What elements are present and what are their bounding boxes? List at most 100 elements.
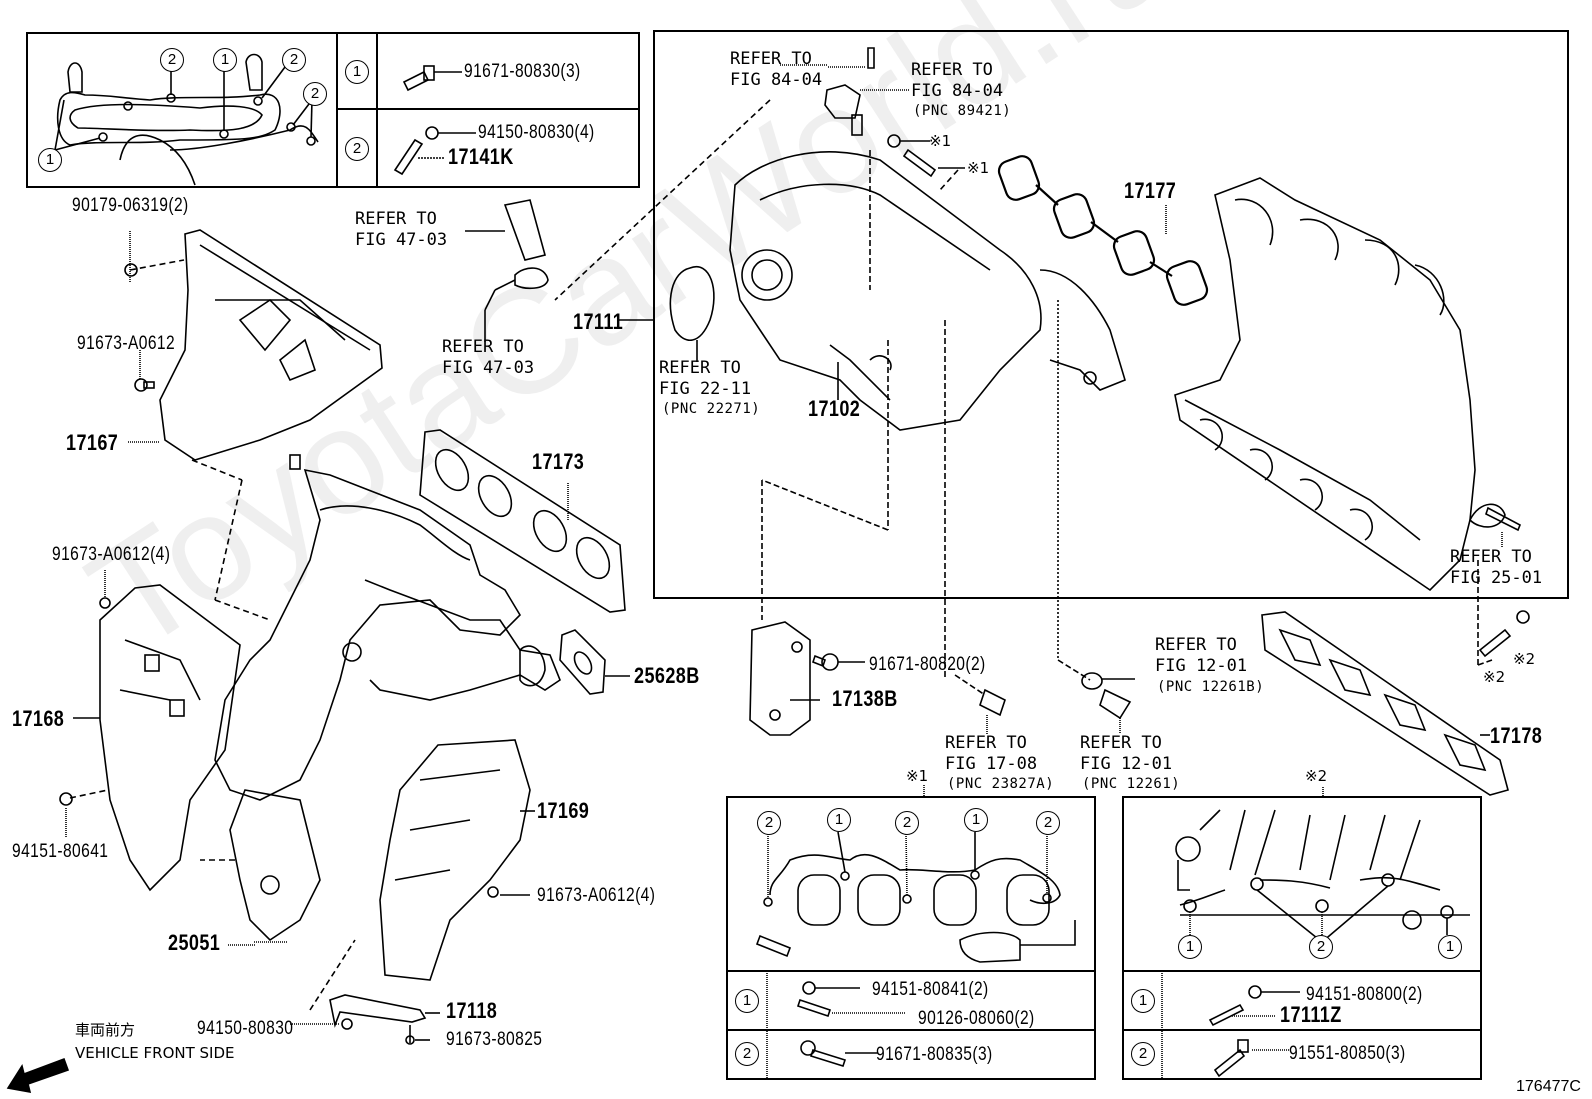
top-left-inset-frame [26, 32, 640, 188]
reference-label[interactable]: FIG 47-03 [442, 358, 535, 378]
part-number[interactable]: 17141K [448, 144, 514, 169]
reference-label[interactable]: FIG 12-01 [1080, 754, 1173, 774]
bracket-17118-sketch [200, 859, 440, 1045]
inset-row-index: 2 [1131, 1042, 1155, 1066]
part-number[interactable]: 94150-80830(4) [478, 122, 595, 143]
part-number[interactable]: 91673-A0612(4) [537, 885, 656, 906]
part-number[interactable]: 91671-80820(2) [869, 654, 986, 675]
part-number[interactable]: 17102 [808, 396, 861, 421]
inset-callout-1: 1 [38, 148, 62, 172]
note-mark: ※1 [967, 159, 990, 177]
reference-label[interactable]: FIG 84-04 [911, 81, 1004, 101]
reference-label[interactable]: FIG 12-01 [1155, 656, 1248, 676]
part-number[interactable]: 91673-A0612(4) [52, 544, 171, 565]
inset-callout-1: 1 [964, 808, 988, 832]
leader-lines [128, 64, 828, 943]
note-mark: ※2 [1513, 650, 1536, 668]
reference-label[interactable]: REFER TO [730, 49, 812, 69]
reference-label[interactable]: REFER TO [1450, 547, 1532, 567]
reference-label[interactable]: REFER TO [911, 60, 993, 80]
reference-label[interactable]: REFER TO [1080, 733, 1162, 753]
part-number[interactable]: 17177 [1124, 178, 1177, 203]
part-number[interactable]: 17167 [66, 430, 119, 455]
part-number[interactable]: 17168 [12, 706, 65, 731]
part-number[interactable]: 17111Z [1280, 1002, 1342, 1027]
inset-callout-1: 1 [827, 808, 851, 832]
exhaust-flange-sketch [54, 53, 319, 186]
part-number[interactable]: 17118 [446, 998, 498, 1023]
intake-manifold-17111-sketch [554, 47, 1126, 681]
part-number[interactable]: 17173 [532, 449, 585, 474]
inset-row-index: 2 [735, 1042, 759, 1066]
part-number[interactable]: 90126-08060(2) [918, 1008, 1035, 1029]
pnc-label: (PNC 22271) [662, 401, 761, 417]
part-number[interactable]: 94151-80800(2) [1306, 984, 1423, 1005]
intake-manifold-frame [653, 30, 1569, 599]
part-number[interactable]: 25628B [634, 663, 700, 688]
inset-note1-title: ※1 [906, 767, 929, 785]
part-number[interactable]: 90179-06319(2) [72, 195, 189, 216]
part-number[interactable]: 17138B [832, 686, 898, 711]
reference-label[interactable]: FIG 84-04 [730, 70, 823, 90]
inset-callout-1: 1 [1438, 935, 1462, 959]
reference-label[interactable]: REFER TO [945, 733, 1027, 753]
vehicle-front-label-en: VEHICLE FRONT SIDE [75, 1044, 235, 1062]
part-number[interactable]: 25051 [168, 930, 221, 955]
gasket-17173-sketch [419, 429, 626, 613]
inset-row-index: 1 [735, 989, 759, 1013]
inset-callout-1: 1 [1178, 935, 1202, 959]
reference-label[interactable]: REFER TO [1155, 635, 1237, 655]
reference-label[interactable]: FIG 47-03 [355, 230, 448, 250]
heat-insulator-17167-sketch [124, 229, 383, 461]
inset-note2-title: ※2 [1305, 767, 1328, 785]
part-number[interactable]: 91671-80830(3) [464, 61, 581, 82]
gasket-25628b-sketch [519, 629, 630, 695]
reference-label[interactable]: REFER TO [355, 209, 437, 229]
note-mark: ※2 [1483, 668, 1506, 686]
reference-label[interactable]: FIG 17-08 [945, 754, 1038, 774]
gasket-17178-sketch [1261, 610, 1530, 796]
part-number[interactable]: 94150-80830 [197, 1018, 294, 1039]
reference-label[interactable]: FIG 22-11 [659, 379, 752, 399]
exhaust-manifold-sketch [191, 454, 561, 942]
inset-callout-2: 2 [282, 48, 306, 72]
note-mark: ※1 [929, 132, 952, 150]
pnc-label: (PNC 12261B) [1157, 679, 1265, 695]
hose-sketches [465, 199, 1135, 735]
part-number[interactable]: 17169 [537, 798, 590, 823]
inset-callout-1: 1 [213, 48, 237, 72]
part-number[interactable]: 17111 [573, 309, 624, 334]
reference-label[interactable]: REFER TO [659, 358, 741, 378]
inset-callout-2: 2 [757, 811, 781, 835]
inset-row-index: 1 [1131, 989, 1155, 1013]
vehicle-front-arrow-icon [6, 1057, 70, 1094]
part-number[interactable]: 91671-80835(3) [876, 1044, 993, 1065]
inset-bolt-glyphs [393, 65, 476, 176]
part-number[interactable]: 94151-80841(2) [872, 979, 989, 1000]
bracket-17138b-sketch [749, 621, 865, 736]
inset-callout-2: 2 [895, 811, 919, 835]
part-number[interactable]: 17178 [1490, 723, 1543, 748]
inset-callout-2: 2 [160, 48, 184, 72]
heat-insulator-17168-sketch [59, 570, 241, 892]
figure-number: 176477C [1516, 1078, 1581, 1095]
part-number[interactable]: 94151-80641 [12, 841, 109, 862]
manifold-right-sketch [1174, 177, 1522, 666]
pnc-label: (PNC 89421) [913, 103, 1012, 119]
part-number[interactable]: 91673-80825 [446, 1029, 543, 1050]
part-number[interactable]: 91673-A0612 [77, 333, 176, 354]
reference-label[interactable]: FIG 25-01 [1450, 568, 1543, 588]
inset-note1-flange-sketch [755, 831, 1076, 1067]
inset-note2-frame [1122, 787, 1482, 1080]
heat-insulator-17169-sketch [379, 739, 535, 981]
pnc-label: (PNC 12261) [1082, 776, 1181, 792]
inset-callout-2: 2 [303, 82, 327, 106]
inset-row-index: 1 [345, 60, 369, 84]
part-number[interactable]: 91551-80850(3) [1289, 1043, 1406, 1064]
reference-label[interactable]: REFER TO [442, 337, 524, 357]
pnc-label: (PNC 23827A) [947, 776, 1055, 792]
inset-callout-2: 2 [1309, 935, 1333, 959]
inset-note1-frame [726, 785, 1096, 1080]
